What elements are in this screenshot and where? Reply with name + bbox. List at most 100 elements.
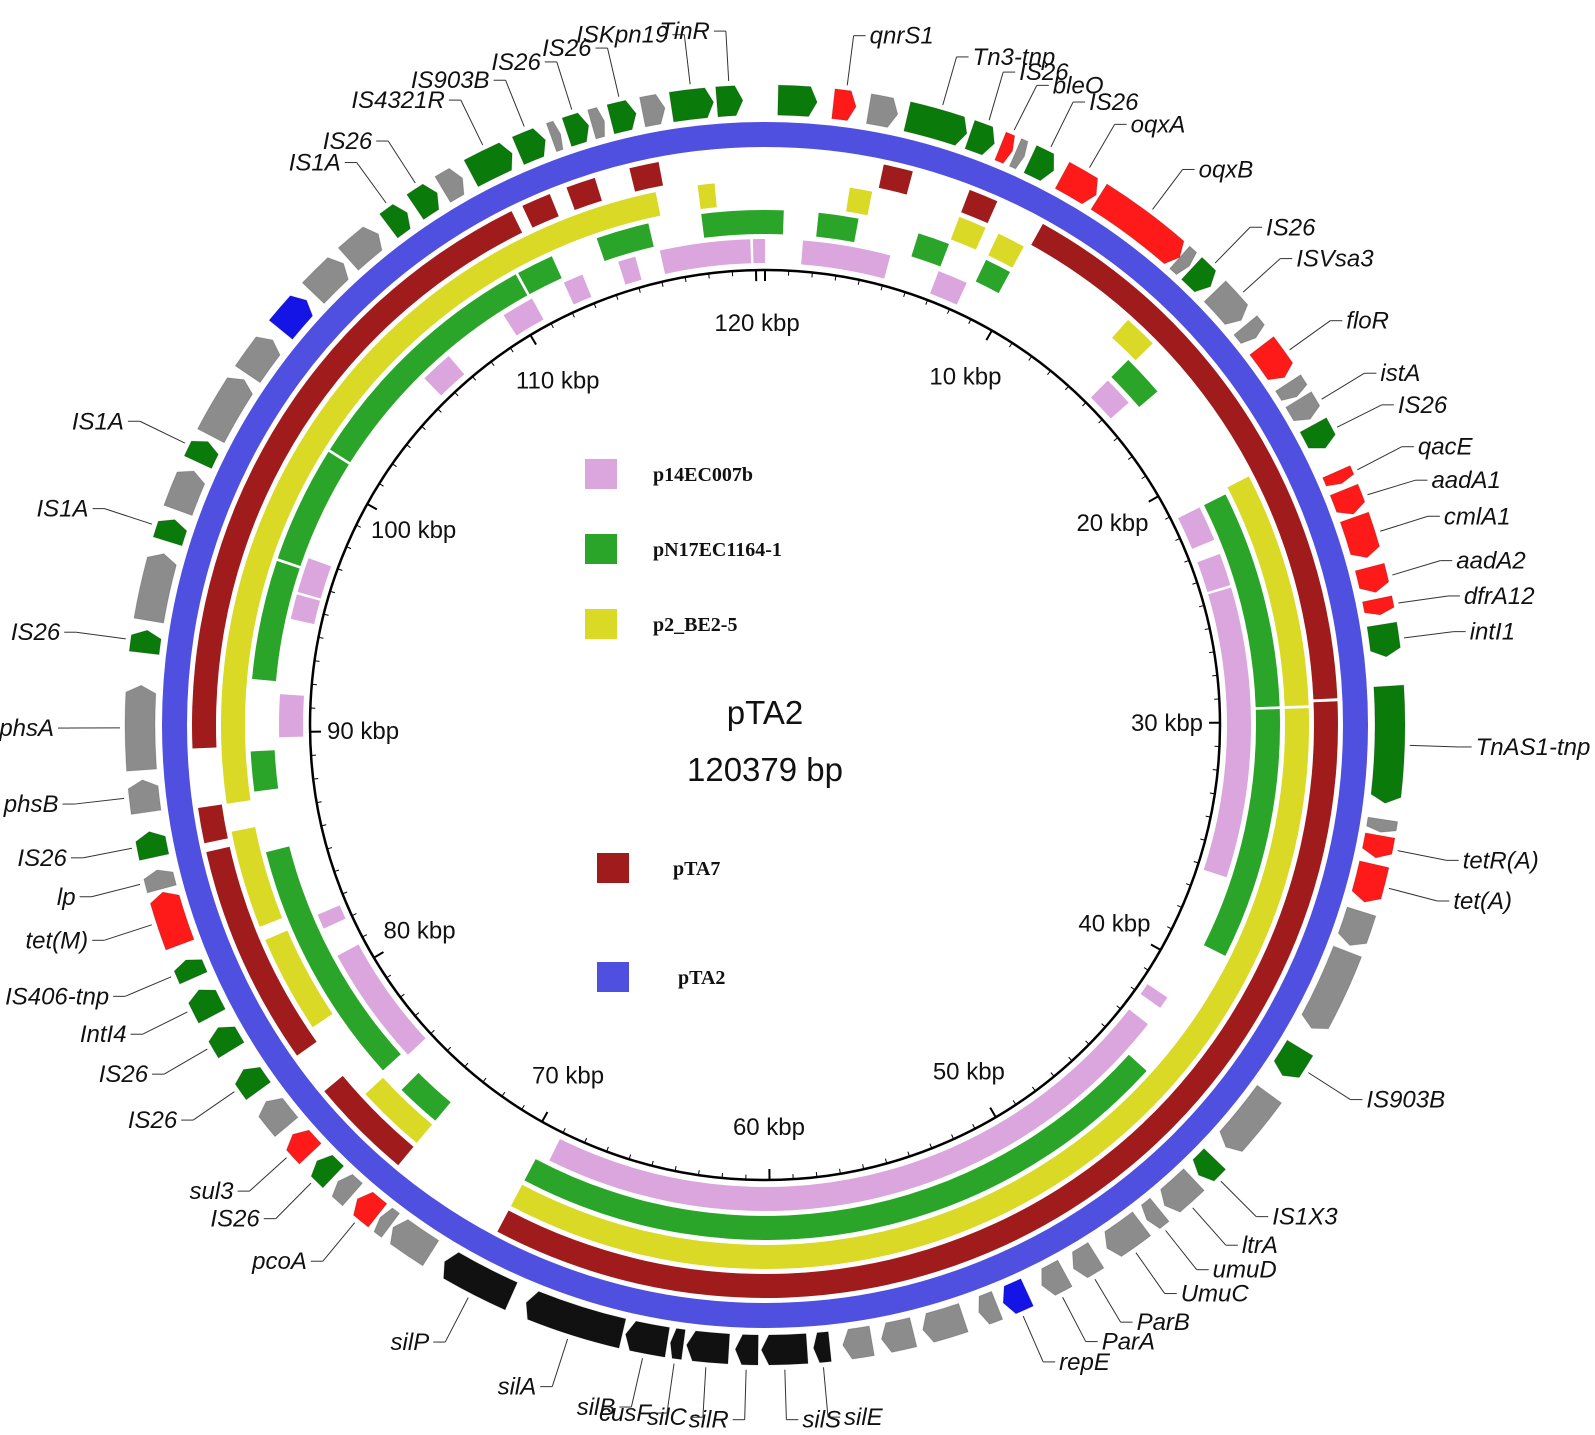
ring-segment bbox=[961, 189, 998, 224]
gene-istA bbox=[1285, 391, 1321, 422]
minor-tick bbox=[400, 993, 405, 998]
ring-segment bbox=[252, 560, 300, 682]
leader-line bbox=[1397, 850, 1447, 861]
ring-segment bbox=[697, 183, 717, 210]
minor-tick bbox=[342, 891, 348, 895]
major-tick bbox=[985, 330, 993, 341]
kbp-label: 110 kbp bbox=[516, 368, 600, 395]
gene-arrow bbox=[1233, 314, 1266, 345]
gene-label: IS1A bbox=[37, 496, 89, 523]
minor-tick bbox=[903, 291, 906, 298]
kbp-label: 100 kbp bbox=[371, 517, 456, 544]
ring-segment bbox=[1203, 709, 1280, 956]
legend-label-pTA7: pTA7 bbox=[673, 858, 720, 880]
leader-line bbox=[683, 34, 691, 85]
minor-tick bbox=[316, 801, 322, 804]
ring-segment bbox=[503, 298, 544, 336]
minor-tick bbox=[337, 568, 343, 571]
legend-label-p2_BE2-5: p2_BE2-5 bbox=[653, 614, 737, 636]
minor-tick bbox=[1082, 402, 1087, 407]
leader-line bbox=[460, 99, 484, 146]
gene-aadA2 bbox=[1354, 562, 1390, 593]
gene-arrow bbox=[196, 377, 254, 444]
gene-label: IS903B bbox=[1366, 1087, 1445, 1114]
gene-arrow bbox=[1337, 906, 1377, 946]
minor-tick bbox=[651, 1160, 654, 1166]
gene-label: phsB bbox=[3, 791, 59, 818]
gene-arrow bbox=[865, 93, 899, 128]
gene-arrow bbox=[389, 1218, 440, 1267]
minor-tick bbox=[972, 1123, 976, 1129]
gene-IS26 bbox=[1299, 417, 1336, 449]
gene-label: tetR(A) bbox=[1463, 847, 1539, 874]
gene-silB bbox=[625, 1320, 671, 1358]
leader-line bbox=[104, 924, 152, 941]
gene-arrow bbox=[880, 1316, 918, 1353]
gene-arrow bbox=[1008, 137, 1029, 170]
major-tick bbox=[1150, 943, 1162, 951]
leader-line bbox=[1409, 744, 1460, 748]
gene-label: silA bbox=[498, 1374, 537, 1401]
minor-tick bbox=[1205, 815, 1211, 818]
gene-silA bbox=[525, 1290, 627, 1349]
ring-segment bbox=[401, 1072, 451, 1121]
gene-arrow bbox=[922, 1302, 969, 1343]
gene-floR bbox=[1249, 335, 1294, 381]
gene-oqxB bbox=[1090, 183, 1185, 265]
minor-tick bbox=[1209, 792, 1215, 795]
minor-tick bbox=[321, 824, 327, 827]
gene-label: aadA1 bbox=[1431, 467, 1500, 494]
gene-label: silB bbox=[577, 1394, 616, 1421]
ring-segment bbox=[566, 177, 602, 211]
ring-segment bbox=[192, 211, 523, 749]
gene-label: IS903B bbox=[411, 67, 490, 94]
leader-line bbox=[275, 1182, 312, 1220]
leader-line bbox=[1367, 479, 1416, 496]
ring-segment bbox=[752, 239, 765, 264]
minor-tick bbox=[346, 546, 352, 550]
leader-line bbox=[249, 1157, 287, 1192]
gene-arrow bbox=[337, 226, 383, 272]
gene-label: sul3 bbox=[189, 1178, 234, 1205]
minor-tick bbox=[1165, 516, 1170, 520]
ring-segment bbox=[701, 210, 765, 238]
minor-tick bbox=[1184, 559, 1190, 563]
minor-tick bbox=[362, 934, 368, 938]
minor-tick bbox=[1192, 582, 1198, 585]
gene-label: oqxB bbox=[1199, 156, 1254, 183]
gene-label: bleO bbox=[1053, 72, 1104, 99]
minor-tick bbox=[571, 312, 575, 318]
leader-line bbox=[1013, 85, 1038, 131]
major-tick bbox=[373, 951, 384, 959]
gene-label: lp bbox=[57, 884, 76, 911]
ring-segment bbox=[221, 192, 661, 804]
minor-tick bbox=[1098, 419, 1103, 424]
leader-line bbox=[988, 71, 1004, 121]
gene-ISKpn19 bbox=[668, 87, 715, 123]
ring-segment bbox=[629, 161, 664, 192]
ring-segment bbox=[277, 451, 349, 567]
minor-tick bbox=[562, 1128, 566, 1133]
gene-label: qnrS1 bbox=[870, 23, 934, 50]
minor-tick bbox=[1101, 1023, 1106, 1028]
gene-label: IS26 bbox=[1089, 89, 1139, 116]
gene-label: umuD bbox=[1213, 1257, 1277, 1284]
minor-tick bbox=[584, 1137, 588, 1143]
ring-segment bbox=[988, 233, 1024, 268]
minor-tick bbox=[1064, 385, 1070, 391]
gene-IS406-tnp bbox=[173, 959, 208, 985]
minor-tick bbox=[421, 426, 426, 431]
ring-segment bbox=[1203, 587, 1251, 878]
gene-IS1A bbox=[183, 440, 219, 470]
kbp-label: 80 kbp bbox=[384, 918, 456, 945]
ring-segment bbox=[365, 1077, 433, 1143]
gene-label: qacE bbox=[1418, 434, 1474, 461]
gene-label: cusF bbox=[599, 1400, 652, 1427]
gene-IS1X3 bbox=[1192, 1147, 1227, 1182]
gene-label: IS26 bbox=[1398, 392, 1448, 419]
legend-label-pN17EC1164-1: pN17EC1164-1 bbox=[653, 539, 782, 561]
gene-label: dfrA12 bbox=[1464, 583, 1535, 610]
gene-tet(M) bbox=[149, 891, 195, 951]
leader-line bbox=[1135, 1252, 1166, 1294]
minor-tick bbox=[815, 1172, 818, 1178]
